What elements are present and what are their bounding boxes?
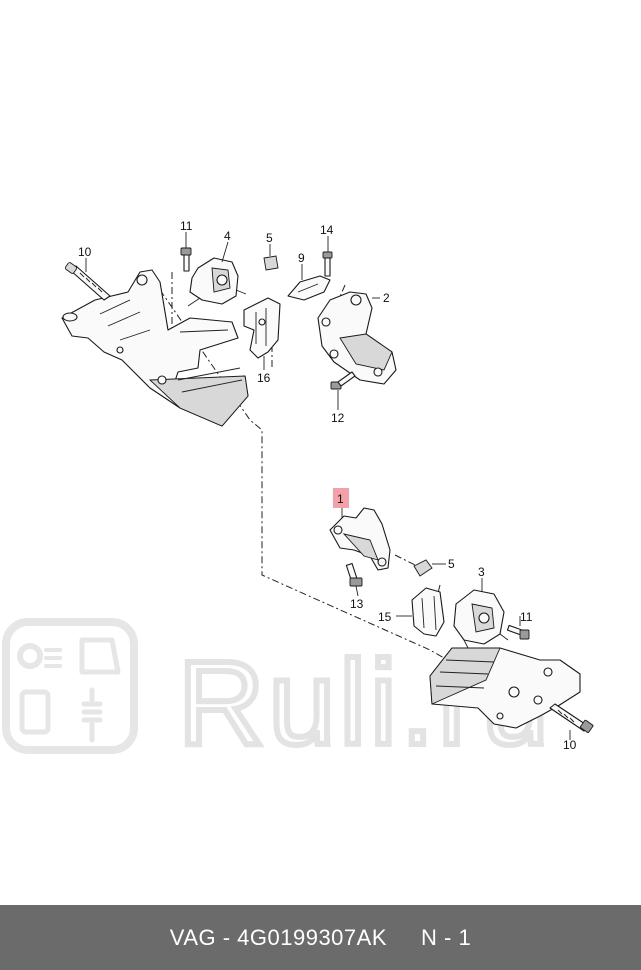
bottom-bracket-15 [411,587,445,637]
top-bracket-16 [243,297,281,359]
callout-bottom-5: 5 [448,557,455,571]
part-code: VAG - 4G0199307AK [169,924,388,950]
top-bolt-11 [180,247,192,272]
top-assembly [61,247,397,427]
callout-top-12: 12 [331,411,345,425]
bottom-support-arm-1 [329,507,391,571]
top-bolt-14 [322,251,333,277]
bottom-cap-5 [413,559,433,577]
bottom-assembly [329,507,594,734]
top-engine-mount-4 [187,257,247,307]
bottom-bolt-13 [345,562,363,587]
highlight-box [333,488,349,508]
top-bolt-10 [64,262,111,301]
callout-top-11: 11 [180,219,193,233]
callout-top-9: 9 [298,251,305,265]
parts-diagram: Ruli.ru [2,219,594,773]
callout-top-4: 4 [224,229,231,243]
callout-labels: 10 11 4 5 14 9 2 16 12 1 5 3 13 15 11 10 [78,219,577,752]
bottom-bolt-11 [506,624,530,640]
callout-top-2: 2 [383,291,390,305]
bottom-subframe [429,647,581,729]
callout-bottom-1: 1 [337,492,344,506]
callout-bottom-15: 15 [378,610,392,624]
top-heat-shield-9 [287,275,331,301]
top-bracket-2 [317,291,397,385]
top-cap-5 [263,255,279,271]
callout-top-16: 16 [257,371,271,385]
bottom-bolt-10 [549,703,594,734]
top-bolt-12 [330,371,356,390]
top-subframe [61,269,249,427]
watermark-logo-icon [2,618,138,754]
callout-bottom-13: 13 [350,597,364,611]
bottom-engine-mount-3 [453,589,509,653]
callout-top-14: 14 [320,223,334,237]
callout-bottom-11: 11 [520,610,533,624]
callout-bottom-10: 10 [563,738,577,752]
callout-top-5: 5 [266,231,273,245]
callout-bottom-3: 3 [478,565,485,579]
part-position: N - 1 [421,924,472,950]
callout-top-10: 10 [78,245,92,259]
footer-bar: VAG - 4G0199307AK N - 1 [0,905,641,970]
